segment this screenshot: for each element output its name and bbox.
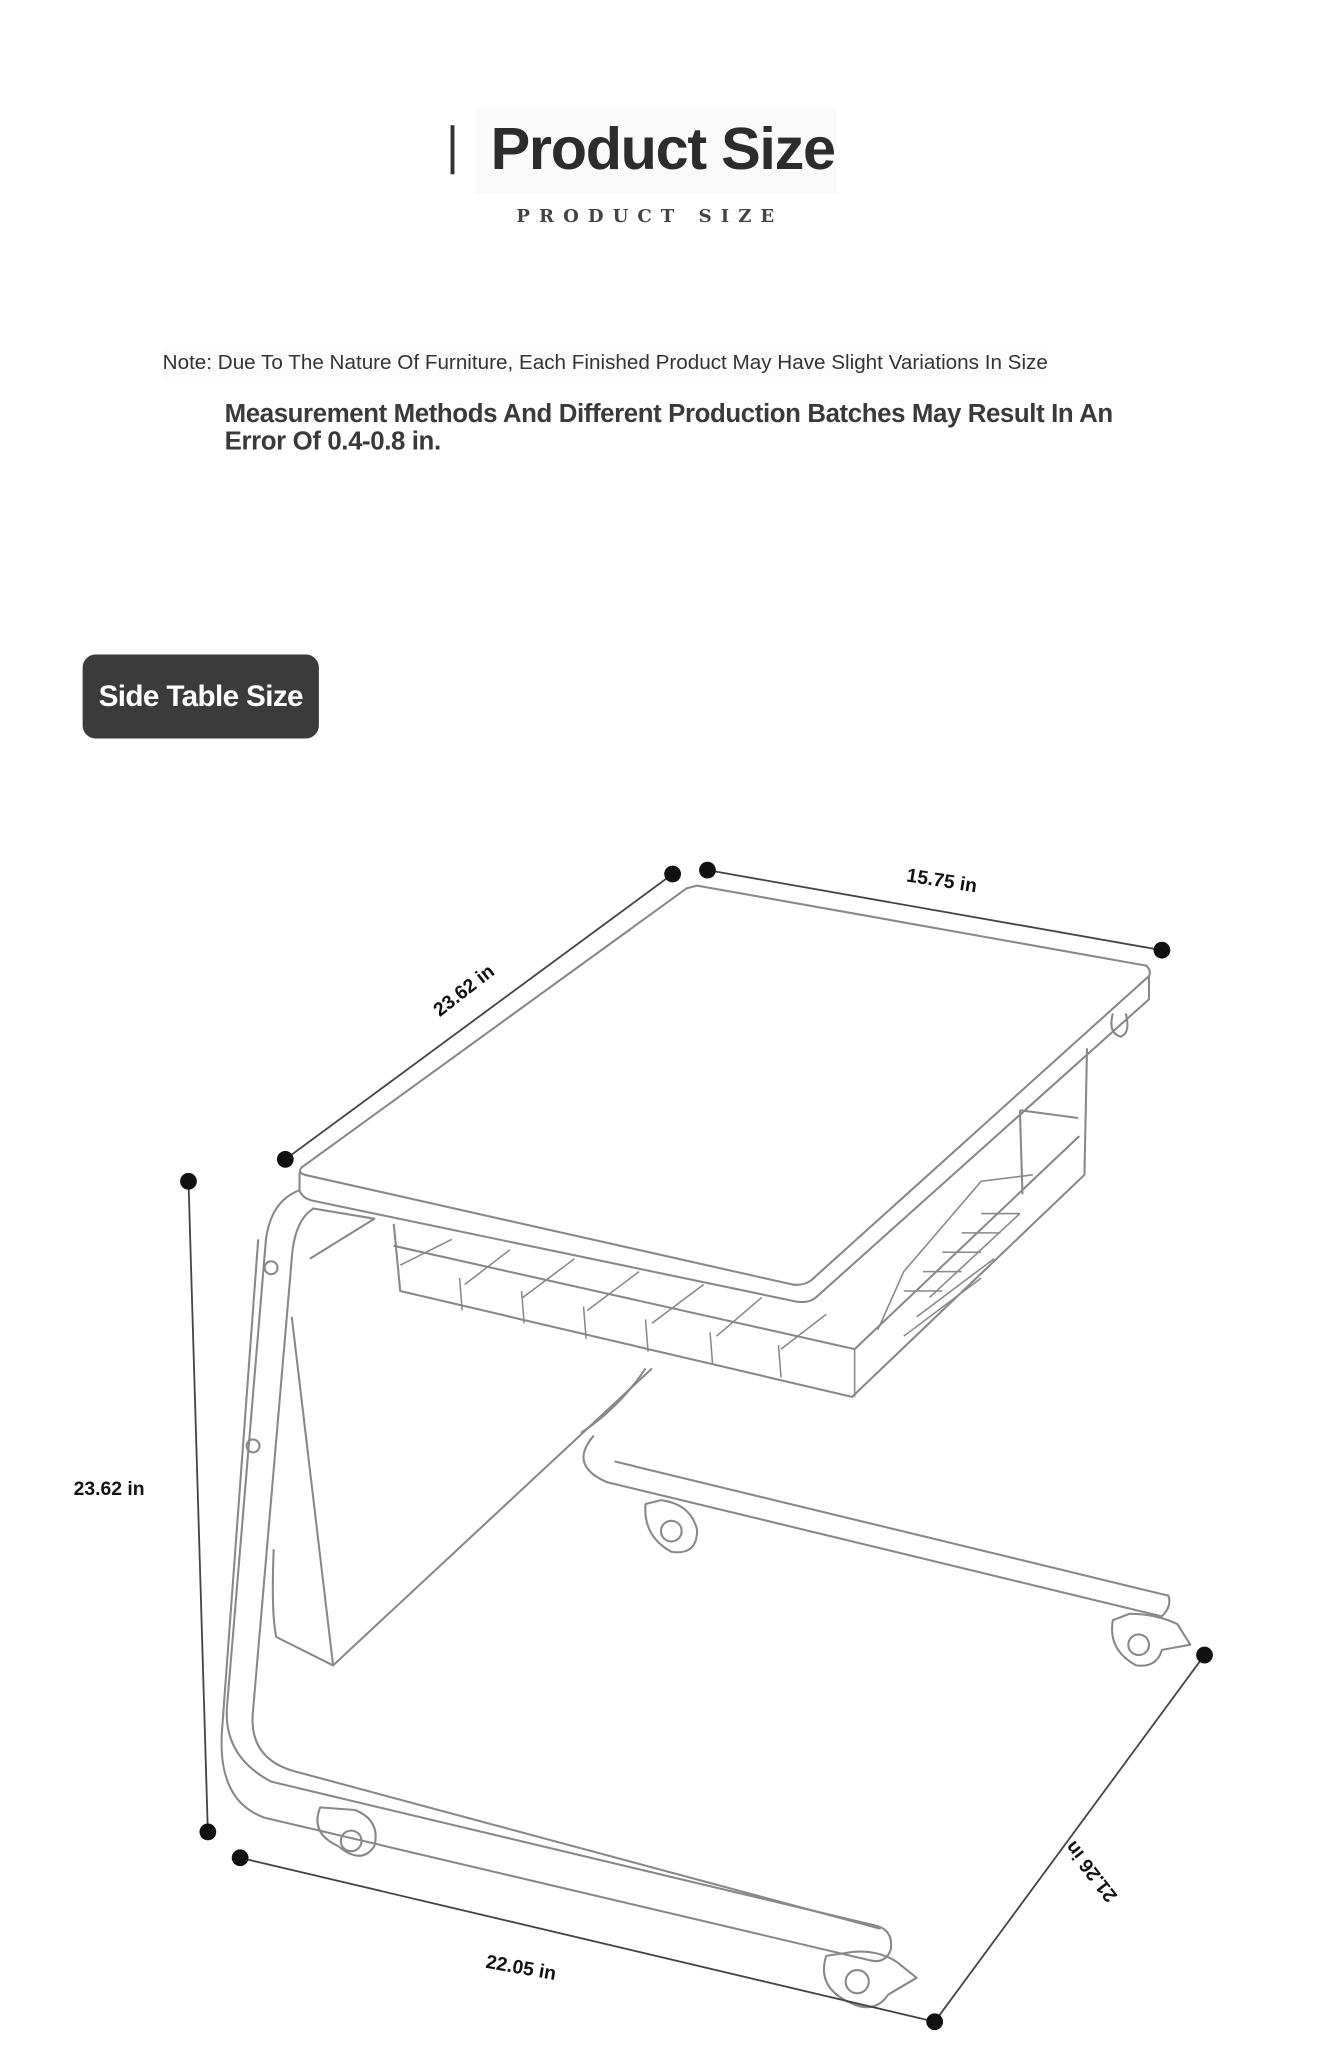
page-subtitle: PRODUCT SIZE [516,206,784,228]
caster-wheels [316,1499,1192,2009]
title-background [475,108,837,194]
section-badge: Side Table Size [82,654,319,739]
error-note-text: Measurement Methods And Different Produc… [224,400,1113,456]
base-length-dimension-line [239,1856,935,2023]
height-label: 23.62 in [73,1478,145,1501]
note-text: Note: Due To The Nature Of Furniture, Ea… [162,349,1048,379]
height-dimension-line [187,1181,209,1832]
width-dimension-line [707,869,1163,952]
length-dimension-line [284,873,674,1161]
dimension-endpoints [180,861,1213,2031]
page-title: Product Size [490,114,836,183]
dimension-lines [187,869,1206,2023]
base-depth-dimension-line [933,1654,1206,2023]
side-table-drawing [220,884,1192,2009]
title-accent-bar [450,125,455,175]
